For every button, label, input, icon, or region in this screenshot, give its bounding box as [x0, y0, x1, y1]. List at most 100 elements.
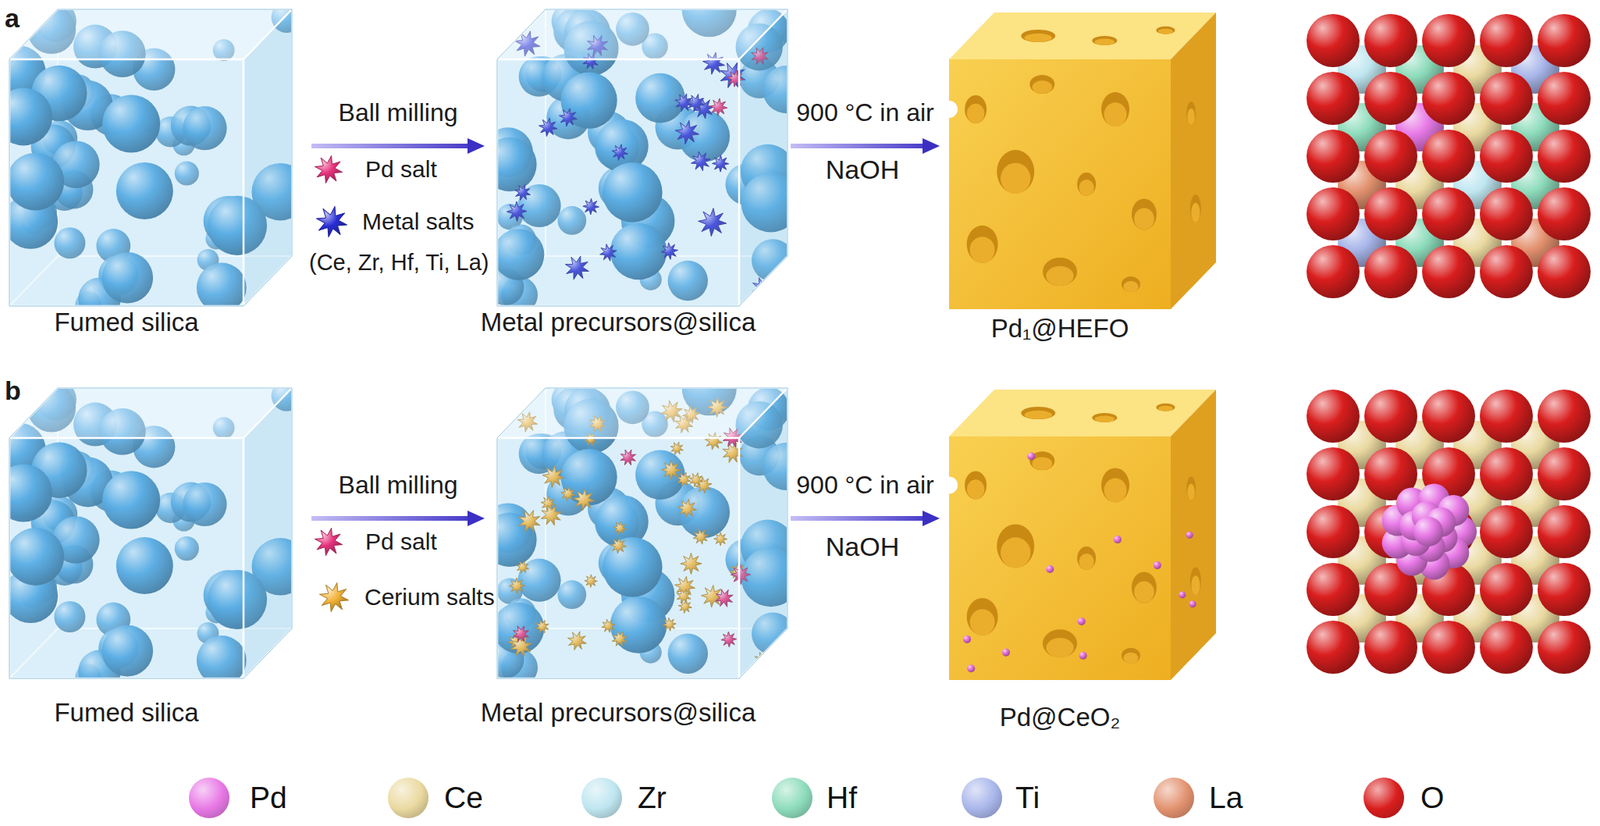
oxygen-sphere: [1422, 71, 1476, 125]
pore-inner: [1104, 102, 1128, 127]
pd-particle: [1186, 531, 1194, 539]
oxygen-sphere: [1537, 389, 1591, 443]
oxygen-sphere: [1537, 14, 1591, 68]
oxygen-sphere: [1364, 71, 1418, 125]
glass-top: [497, 387, 788, 438]
oxygen-sphere: [1306, 187, 1360, 241]
salt-icon: [316, 206, 347, 237]
pore: [1121, 276, 1141, 292]
glass-top: [497, 9, 788, 60]
arrow-head: [467, 138, 485, 154]
node-caption: Pd₁@HEFO: [991, 313, 1130, 344]
glass-side: [243, 9, 292, 306]
pore-inner: [970, 608, 996, 636]
cube-node: Pd₁@HEFO: [949, 12, 1216, 310]
glass-body: [9, 387, 292, 679]
oxygen-sphere: [1537, 447, 1591, 501]
pore-inner: [1045, 266, 1074, 286]
pore: [1155, 403, 1175, 412]
cube-node: Pd@CeO₂: [949, 389, 1216, 680]
pore-inner: [1024, 410, 1053, 420]
pore-inner: [1032, 80, 1053, 94]
pd-particle: [1189, 600, 1197, 608]
pore-inner: [1134, 580, 1155, 603]
process-arrow: [311, 510, 485, 527]
pore-inner: [1104, 478, 1128, 503]
oxygen-sphere: [1479, 389, 1533, 443]
glass-top: [9, 387, 292, 438]
salt-icon: [314, 527, 342, 555]
precursor-label: Pd salt: [365, 528, 438, 556]
node-caption: Metal precursors@silica: [480, 307, 757, 338]
glass-side: [739, 9, 788, 306]
pore: [1020, 29, 1056, 43]
legend-text: O: [1420, 780, 1444, 816]
arrow-label: 900 °C in air: [796, 98, 934, 128]
oxide-side: [1170, 389, 1216, 680]
oxygen-sphere: [1479, 620, 1533, 674]
oxygen-sphere: [1306, 620, 1360, 674]
legend-text: Pd: [249, 780, 288, 816]
oxygen-sphere: [1364, 389, 1418, 443]
glass-body: [497, 387, 788, 679]
oxygen-sphere: [1422, 129, 1476, 183]
pd-particle: [1178, 590, 1186, 598]
cube-node: Metal precursors@silica: [497, 387, 788, 679]
precursor-label: Cerium salts: [364, 583, 495, 612]
cube-illustration: [497, 387, 788, 679]
arrow-head: [467, 510, 485, 527]
arrow-shaft: [311, 143, 468, 149]
legend-swatch: [188, 777, 230, 818]
reagent-label: NaOH: [825, 531, 900, 562]
notch: [940, 100, 958, 118]
oxygen-sphere: [1479, 245, 1533, 299]
oxygen-sphere: [1364, 187, 1418, 241]
pore: [1186, 101, 1196, 125]
oxygen-sphere: [1306, 71, 1360, 125]
cube-illustration: [497, 9, 788, 306]
legend-text: Hf: [826, 780, 857, 816]
oxygen-sphere: [1306, 562, 1360, 616]
oxygen-sphere: [1479, 14, 1533, 68]
pore: [967, 225, 999, 264]
cube-node: Metal precursors@silica: [497, 9, 788, 306]
oxygen-sphere: [1537, 129, 1591, 183]
node-caption: Metal precursors@silica: [480, 697, 757, 728]
glass-front: [497, 59, 740, 306]
pore-inner: [1000, 163, 1031, 194]
pore: [996, 523, 1035, 568]
arrow-shaft: [311, 515, 468, 521]
pd-cluster-atom: [1413, 516, 1444, 547]
cube-node: Fumed silica: [9, 387, 292, 679]
glass-front: [9, 59, 244, 306]
crystal-lattice: [1306, 389, 1591, 674]
oxygen-sphere: [1364, 620, 1418, 674]
pore-inner: [1045, 637, 1074, 658]
legend-swatch: [961, 777, 1003, 818]
notch: [940, 476, 958, 494]
oxygen-sphere: [1479, 187, 1533, 241]
salt-icon: [314, 155, 342, 183]
pd-particle: [967, 664, 975, 672]
pore-inner: [1158, 405, 1174, 412]
arrow-label: Ball milling: [338, 98, 459, 128]
pore-inner: [1187, 108, 1195, 125]
panel-letter: b: [4, 375, 22, 406]
pore: [964, 95, 987, 124]
pore-inner: [967, 479, 985, 499]
oxygen-sphere: [1479, 71, 1533, 125]
pore-inner: [1187, 483, 1195, 501]
pore: [1042, 629, 1078, 658]
pore: [1091, 412, 1117, 423]
cube-illustration: [949, 12, 1216, 310]
arrow-label: 900 °C in air: [796, 470, 934, 500]
arrow-label: Ball milling: [338, 470, 459, 500]
oxygen-sphere: [1537, 245, 1591, 299]
legend-text: Zr: [637, 780, 667, 816]
arrow-shaft: [790, 143, 923, 149]
process-arrow: [790, 510, 940, 527]
element-list: (Ce, Zr, Hf, Ti, La): [309, 249, 489, 276]
oxygen-sphere: [1537, 71, 1591, 125]
oxygen-sphere: [1422, 389, 1476, 443]
